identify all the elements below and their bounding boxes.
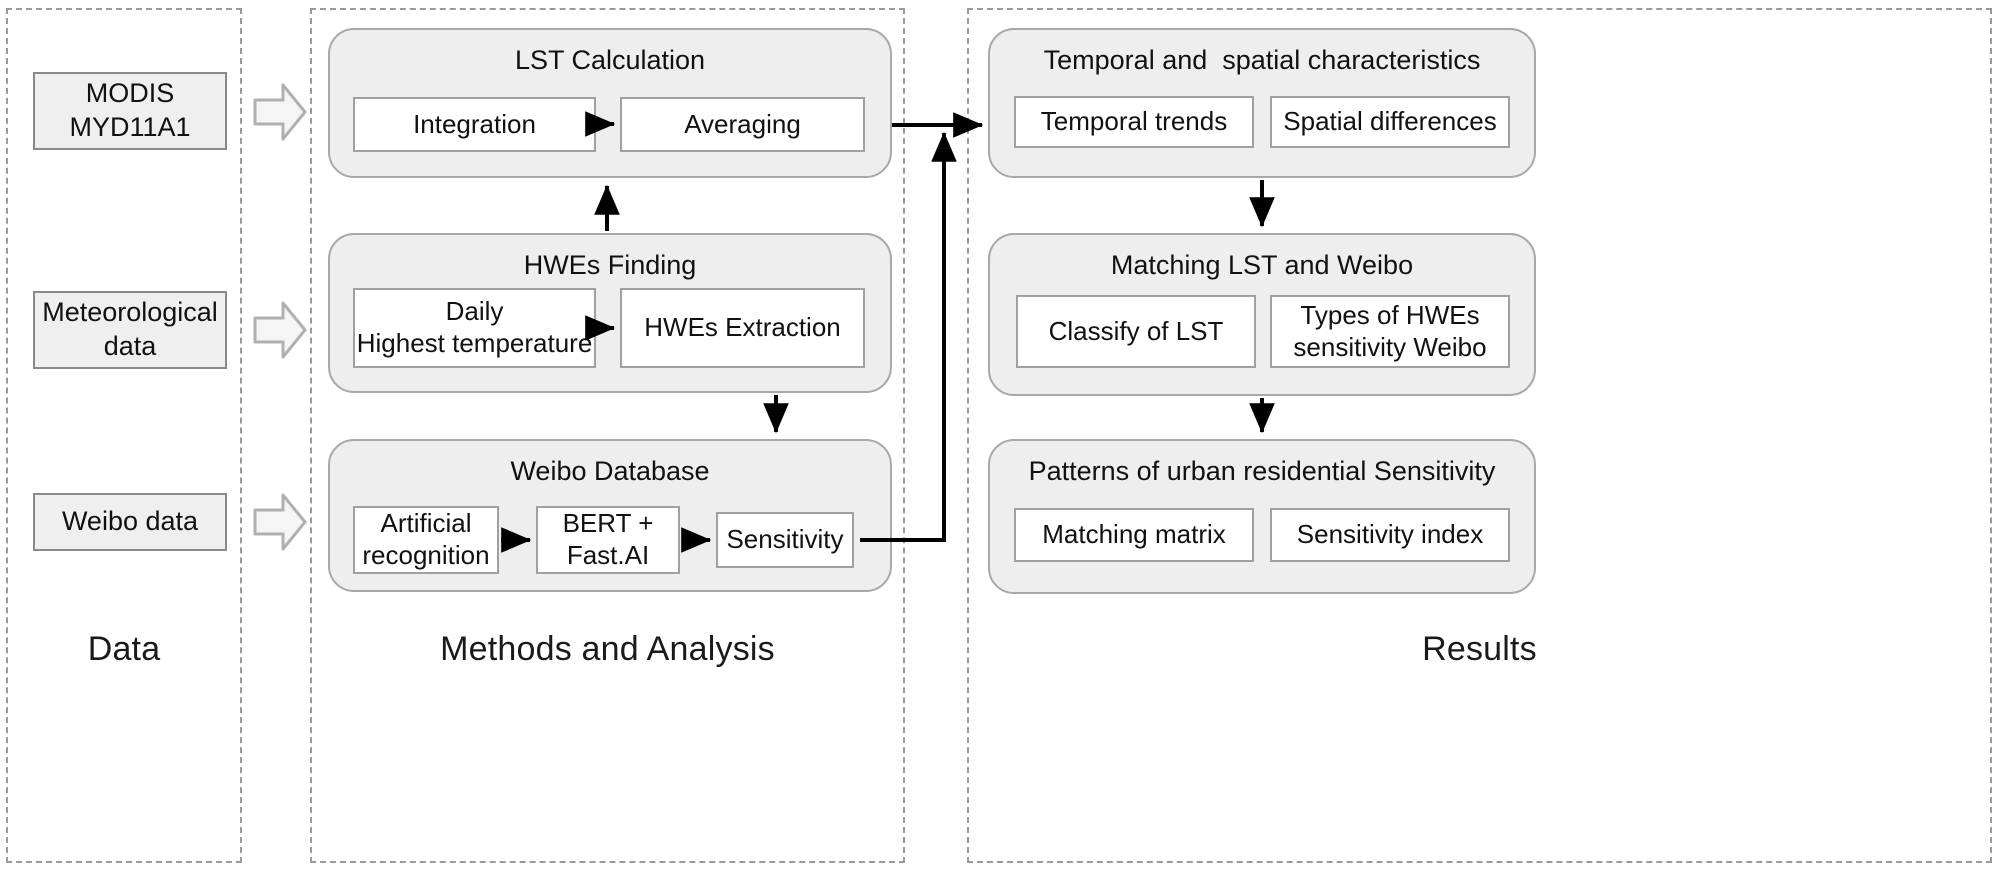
sub-box-hwes-extraction-label: HWEs Extraction	[644, 312, 841, 343]
sub-box-sensitivity[interactable]: Sensitivity	[716, 512, 854, 568]
column-label-data: Data	[87, 630, 161, 668]
data-box-modis-label: MODIS MYD11A1	[69, 78, 191, 142]
sub-box-integration[interactable]: Integration	[353, 97, 596, 152]
data-box-meteorological[interactable]: Meteorological data	[33, 291, 227, 369]
sub-box-types-of-hwes-label: Types of HWEs sensitivity Weibo	[1293, 299, 1487, 362]
sub-box-matching-matrix[interactable]: Matching matrix	[1014, 508, 1254, 562]
fat-right-arrow-modis-icon	[253, 83, 307, 141]
sub-box-matching-matrix-label: Matching matrix	[1042, 519, 1226, 550]
panel-matching-lst-weibo-title: Matching LST and Weibo	[1110, 250, 1414, 280]
sub-box-sensitivity-index[interactable]: Sensitivity index	[1270, 508, 1510, 562]
data-box-weibo[interactable]: Weibo data	[33, 493, 227, 551]
column-results	[967, 8, 1992, 863]
data-box-modis[interactable]: MODIS MYD11A1	[33, 72, 227, 150]
panel-patterns-urban-residential-sensitivity-title: Patterns of urban residential Sensitivit…	[1028, 456, 1496, 486]
sub-box-sensitivity-label: Sensitivity	[726, 524, 844, 555]
panel-lst-calculation-title: LST Calculation	[514, 45, 706, 75]
panel-weibo-database-title: Weibo Database	[510, 456, 710, 486]
panel-temporal-spatial-characteristics-title: Temporal and spatial characteristics	[1043, 45, 1481, 75]
sub-box-bert-fastai-label: BERT + Fast.AI	[562, 508, 654, 570]
data-box-meteorological-label: Meteorological data	[42, 297, 218, 361]
sub-box-averaging-label: Averaging	[684, 108, 801, 139]
sub-box-sensitivity-index-label: Sensitivity index	[1296, 519, 1484, 550]
sub-box-classify-of-lst-label: Classify of LST	[1048, 315, 1224, 346]
column-data	[6, 8, 242, 863]
sub-box-hwes-extraction[interactable]: HWEs Extraction	[620, 288, 865, 368]
sub-box-artificial-recognition[interactable]: Artificial recognition	[353, 506, 499, 574]
panel-hwes-finding-title: HWEs Finding	[523, 250, 697, 280]
fat-right-arrow-weibo-icon	[253, 493, 307, 551]
fat-right-arrow-meteorological-icon	[253, 301, 307, 359]
column-label-methods: Methods and Analysis	[440, 630, 775, 668]
sub-box-temporal-trends[interactable]: Temporal trends	[1014, 96, 1254, 148]
sub-box-bert-fastai[interactable]: BERT + Fast.AI	[536, 506, 680, 574]
sub-box-spatial-differences[interactable]: Spatial differences	[1270, 96, 1510, 148]
sub-box-daily-highest-temperature[interactable]: Daily Highest temperature	[353, 288, 596, 368]
sub-box-integration-label: Integration	[413, 108, 536, 139]
sub-box-classify-of-lst[interactable]: Classify of LST	[1016, 295, 1256, 368]
sub-box-types-of-hwes[interactable]: Types of HWEs sensitivity Weibo	[1270, 295, 1510, 368]
sub-box-spatial-differences-label: Spatial differences	[1283, 106, 1497, 137]
sub-box-averaging[interactable]: Averaging	[620, 97, 865, 152]
data-box-weibo-label: Weibo data	[61, 506, 199, 537]
sub-box-temporal-trends-label: Temporal trends	[1040, 106, 1228, 137]
sub-box-artificial-recognition-label: Artificial recognition	[362, 508, 490, 570]
column-label-results: Results	[1422, 630, 1537, 668]
sub-box-daily-highest-temperature-label: Daily Highest temperature	[356, 296, 593, 358]
